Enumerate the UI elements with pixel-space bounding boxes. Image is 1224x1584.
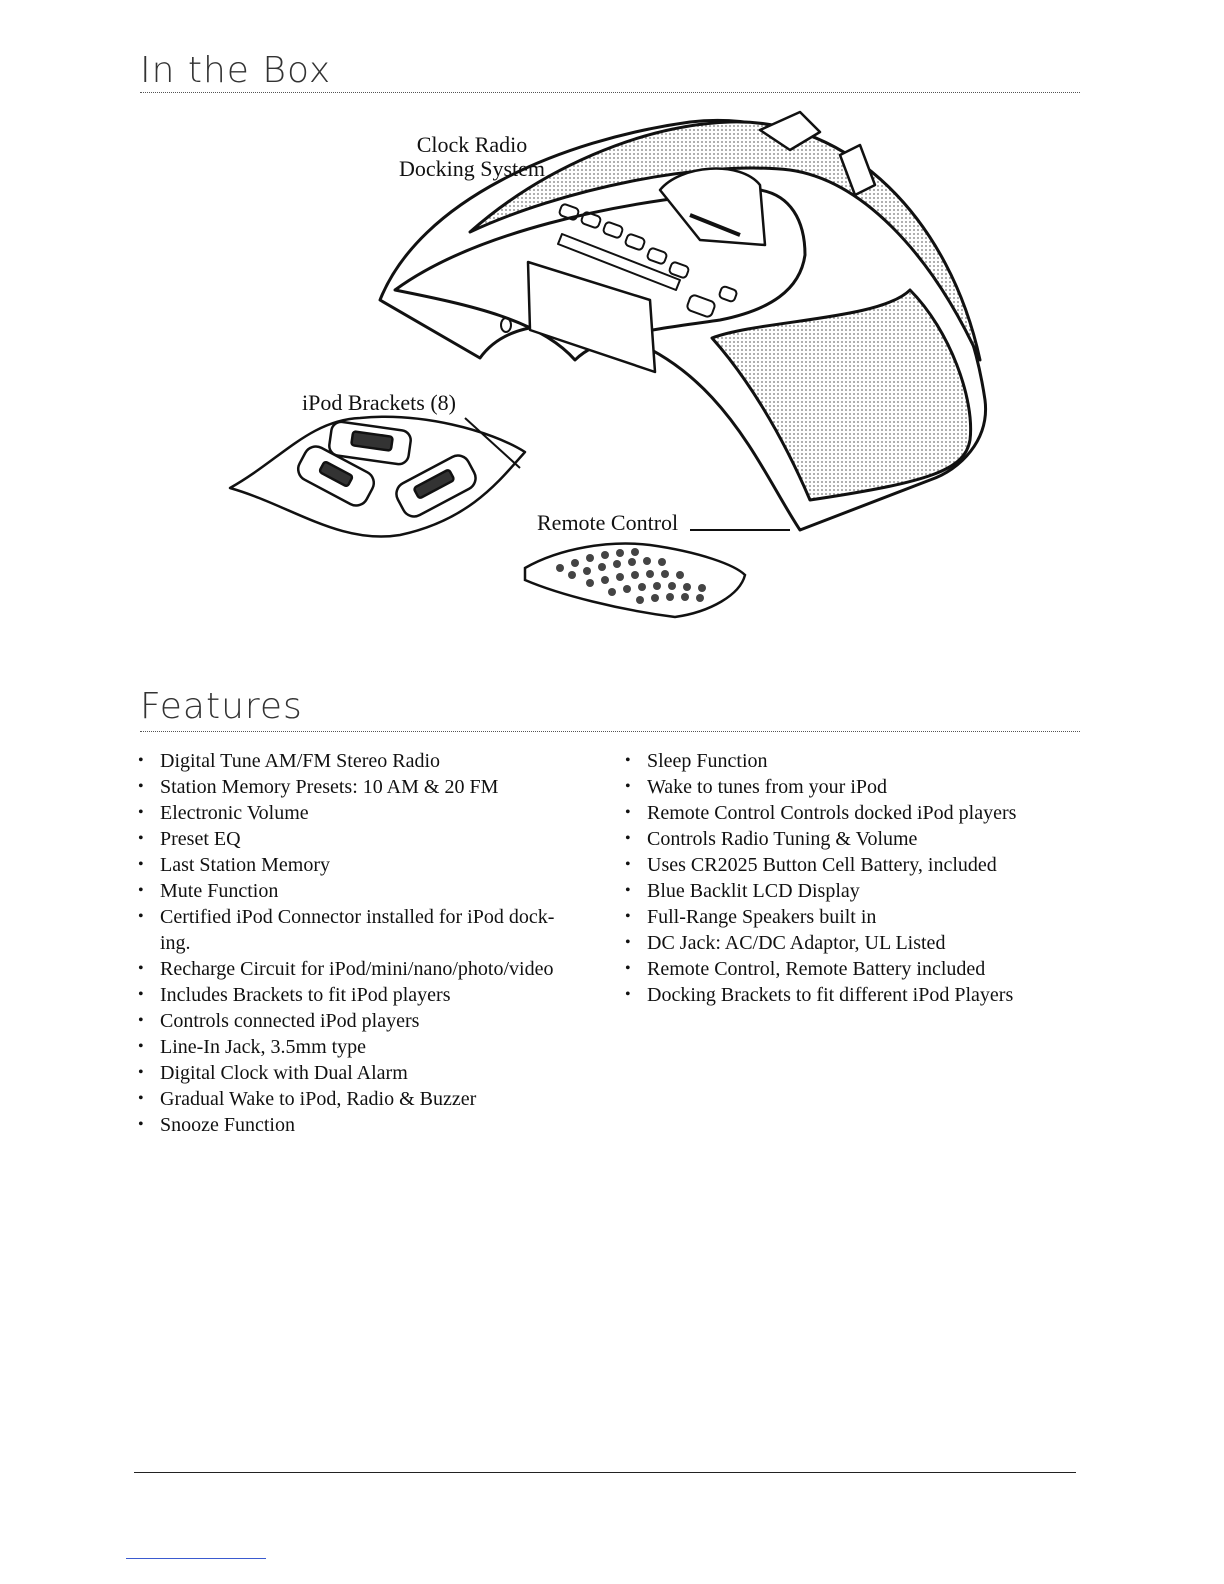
remote-control-icon bbox=[523, 542, 747, 619]
list-item: Blue Backlit LCD Display bbox=[625, 878, 1085, 904]
features-divider bbox=[140, 731, 1080, 732]
corner-mark bbox=[126, 1558, 266, 1559]
list-item: Remote Control Controls docked iPod play… bbox=[625, 800, 1085, 826]
list-item: Full-Range Speakers built in bbox=[625, 904, 1085, 930]
list-item: DC Jack: AC/DC Adaptor, UL Listed bbox=[625, 930, 1085, 956]
clock-radio-label-line1: Clock Radio bbox=[416, 132, 528, 157]
list-item: Controls connected iPod players bbox=[138, 1008, 598, 1034]
list-item: Remote Control, Remote Battery included bbox=[625, 956, 1085, 982]
list-item: Controls Radio Tuning & Volume bbox=[625, 826, 1085, 852]
list-item: Station Memory Presets: 10 AM & 20 FM bbox=[138, 774, 598, 800]
list-item: Sleep Function bbox=[625, 748, 1085, 774]
leader-lines bbox=[464, 417, 790, 531]
clock-radio-icon bbox=[378, 110, 988, 532]
heading-divider bbox=[140, 92, 1080, 93]
list-item: Includes Brackets to fit iPod players bbox=[138, 982, 598, 1008]
list-item: Line-In Jack, 3.5mm type bbox=[138, 1034, 598, 1060]
list-item: Docking Brackets to fit different iPod P… bbox=[625, 982, 1085, 1008]
list-item: Digital Clock with Dual Alarm bbox=[138, 1060, 598, 1086]
features-list-left: Digital Tune AM/FM Stereo Radio Station … bbox=[138, 748, 598, 1138]
product-illustration bbox=[228, 110, 988, 619]
list-item: Snooze Function bbox=[138, 1112, 598, 1138]
list-item: Preset EQ bbox=[138, 826, 598, 852]
clock-radio-label-line2: Docking System bbox=[398, 156, 546, 181]
list-item: Last Station Memory bbox=[138, 852, 598, 878]
list-item: Certified iPod Connector installed for i… bbox=[138, 904, 580, 956]
ipod-brackets-icon bbox=[228, 415, 527, 538]
list-item: Mute Function bbox=[138, 878, 598, 904]
list-item: Wake to tunes from your iPod bbox=[625, 774, 1085, 800]
remote-label: Remote Control bbox=[537, 510, 679, 535]
list-item: Digital Tune AM/FM Stereo Radio bbox=[138, 748, 598, 774]
features-list-right: Sleep Function Wake to tunes from your i… bbox=[625, 748, 1085, 1008]
footer-rule bbox=[134, 1472, 1076, 1473]
list-item: Gradual Wake to iPod, Radio & Buzzer bbox=[138, 1086, 598, 1112]
features-heading: Features bbox=[140, 686, 303, 727]
list-item: Electronic Volume bbox=[138, 800, 598, 826]
brackets-label: iPod Brackets (8) bbox=[302, 390, 456, 415]
clock-radio-label: Clock Radio Docking System bbox=[394, 133, 550, 181]
in-the-box-heading: In the Box bbox=[140, 50, 332, 91]
list-item: Recharge Circuit for iPod/mini/nano/phot… bbox=[138, 956, 598, 982]
list-item: Uses CR2025 Button Cell Battery, include… bbox=[625, 852, 1085, 878]
